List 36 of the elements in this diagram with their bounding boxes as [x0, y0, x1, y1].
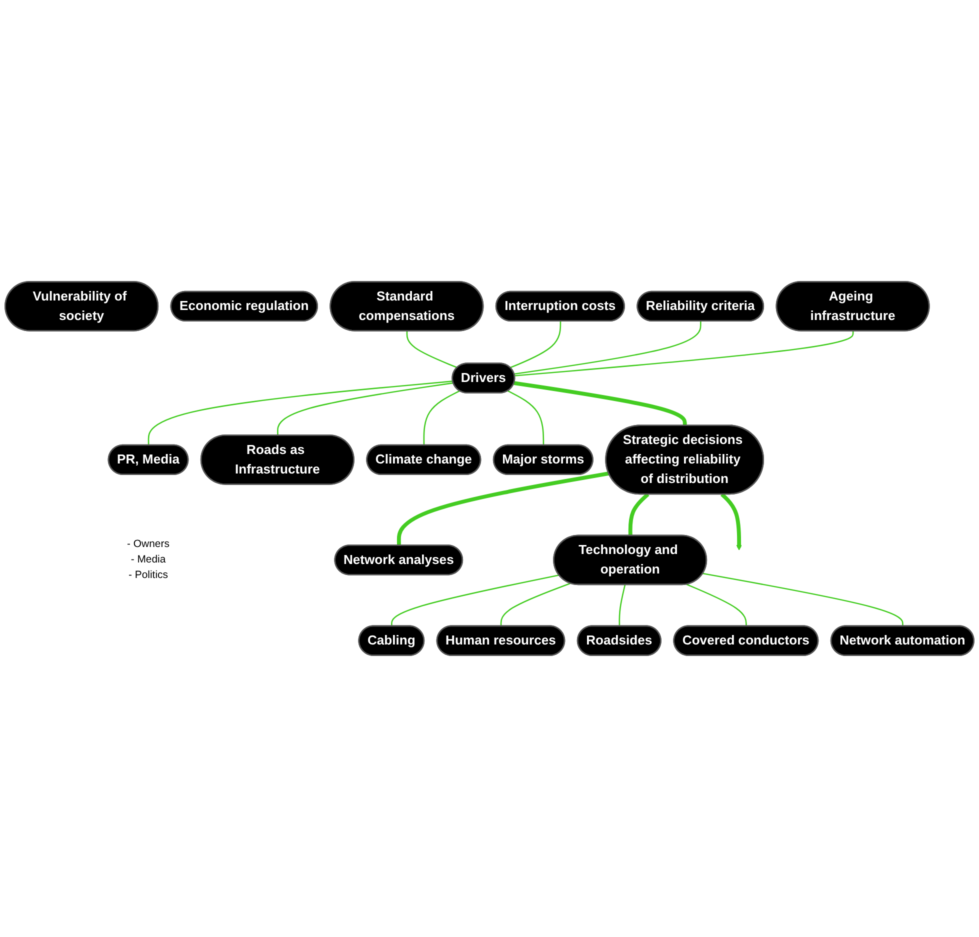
connector-line [406, 330, 458, 368]
ellipse-node: Drivers [452, 362, 516, 394]
curved-arrow [720, 492, 742, 550]
ellipse-node: Climate change [366, 444, 482, 476]
connector-line [500, 582, 571, 626]
connector-line [514, 321, 702, 375]
ellipse-node: Economic regulation [170, 290, 318, 322]
connector-line [277, 382, 454, 436]
connector-line [628, 492, 650, 536]
connector-line [396, 472, 610, 546]
ellipse-node: Network analyses [334, 544, 464, 576]
ellipse-node: Cabling [358, 625, 425, 656]
ellipse-node: Strategic decisions affecting reliability of distribution [605, 424, 764, 495]
ellipse-node: Reliability criteria [636, 290, 764, 322]
ellipse-node: Technology and operation [553, 534, 708, 586]
ellipse-node: Vulnerability of society [4, 281, 159, 332]
ellipse-node: Roads as Infrastructure [200, 434, 354, 485]
connector-line [618, 584, 626, 626]
ellipse-node: Network automation [830, 625, 974, 656]
connector-line [148, 380, 454, 446]
connector-line [391, 574, 560, 626]
ellipse-node: Major storms [492, 444, 594, 476]
ellipse-node: PR, Media [108, 444, 189, 476]
ellipse-node: Interruption costs [495, 290, 625, 322]
connector-line [423, 390, 460, 446]
ellipse-node: Covered conductors [673, 625, 819, 656]
ellipse-node: Ageing infrastructure [776, 281, 930, 332]
ellipse-node: Human resources [436, 625, 566, 656]
connector-line [508, 390, 544, 446]
connector-line [686, 584, 747, 626]
connector-line [514, 330, 854, 376]
ellipse-node: Roadsides [576, 625, 662, 656]
connector-line [702, 572, 904, 626]
connector-line [510, 321, 562, 368]
ellipse-node: Standard compensations [330, 281, 484, 332]
bullet-list: - Owners - Media - Politics [107, 526, 190, 594]
